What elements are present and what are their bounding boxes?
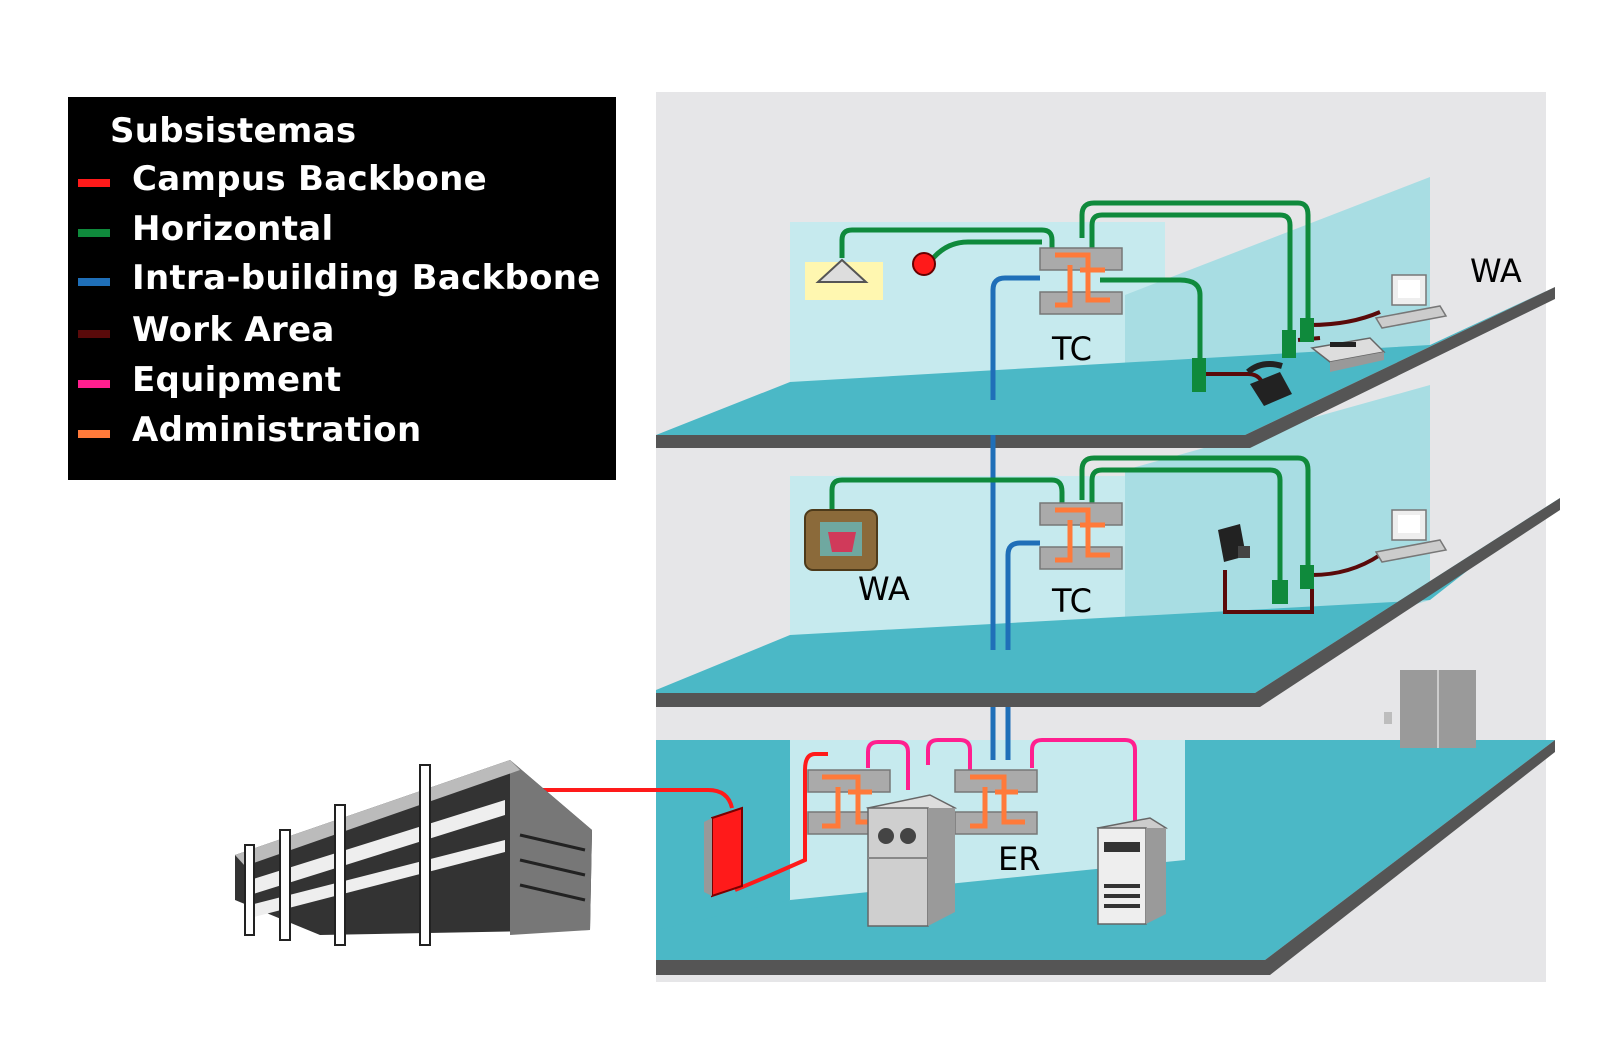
- intra-building-backbone-cables: [990, 275, 1040, 760]
- camera-icon: [1218, 524, 1250, 562]
- legend-label: Campus Backbone: [132, 159, 488, 199]
- horizontal-cables-middle: [829, 455, 1311, 580]
- outlet-icons: [1192, 318, 1314, 604]
- legend-swatch-equipment: [78, 380, 110, 388]
- legend: Subsistemas Campus Backbone Horizontal I…: [68, 97, 616, 480]
- horizontal-dashed-middle: [1277, 470, 1311, 580]
- server-tower-icon: [1096, 817, 1168, 925]
- cross-connect-middle: [1039, 502, 1123, 570]
- legend-swatch-work-area: [78, 330, 110, 338]
- label-tc-middle: TC: [1051, 582, 1092, 620]
- legend-item-work-area: Work Area: [68, 308, 616, 358]
- legend-item-equipment: Equipment: [68, 358, 616, 408]
- telephone-icon: [1246, 361, 1292, 406]
- horizontal-dashed-top: [1197, 230, 1311, 360]
- label-wa-top: WA: [1470, 252, 1522, 290]
- pbx-cabinet-icon: [865, 794, 958, 927]
- legend-label: Equipment: [132, 360, 342, 400]
- legend-label: Intra-building Backbone: [132, 258, 601, 298]
- alarm-bell-icon: [912, 252, 936, 276]
- legend-item-administration: Administration: [68, 408, 616, 458]
- label-wa-middle: WA: [858, 570, 910, 608]
- ceiling-speaker-icon: [805, 258, 883, 300]
- media-device-icon: [804, 509, 878, 571]
- computer-top-icon: [1374, 274, 1448, 329]
- campus-backbone-cables: [533, 752, 828, 892]
- legend-title: Subsistemas: [110, 111, 357, 151]
- legend-item-horizontal: Horizontal: [68, 207, 616, 257]
- legend-label: Administration: [132, 410, 422, 450]
- legend-swatch-horizontal: [78, 229, 110, 237]
- legend-swatch-intra-building-backbone: [78, 278, 110, 286]
- legend-label: Horizontal: [132, 209, 334, 249]
- legend-item-campus-backbone: Campus Backbone: [68, 157, 616, 207]
- legend-swatch-campus-backbone: [78, 179, 110, 187]
- door-icon: [1384, 670, 1476, 748]
- legend-swatch-administration: [78, 430, 110, 438]
- label-er: ER: [998, 840, 1040, 878]
- printer-icon: [1310, 337, 1386, 372]
- legend-label: Work Area: [132, 310, 335, 350]
- horizontal-cables-top: [839, 200, 1311, 358]
- campus-building-icon: [235, 760, 592, 946]
- legend-item-intra-building-backbone: Intra-building Backbone: [68, 256, 616, 306]
- label-tc-top: TC: [1051, 330, 1092, 368]
- cross-connect-top: [1039, 247, 1123, 315]
- entrance-block-icon: [704, 806, 743, 898]
- work-area-cables: [1205, 310, 1382, 614]
- computer-middle-icon: [1374, 509, 1448, 563]
- equipment-cables: [866, 738, 1137, 825]
